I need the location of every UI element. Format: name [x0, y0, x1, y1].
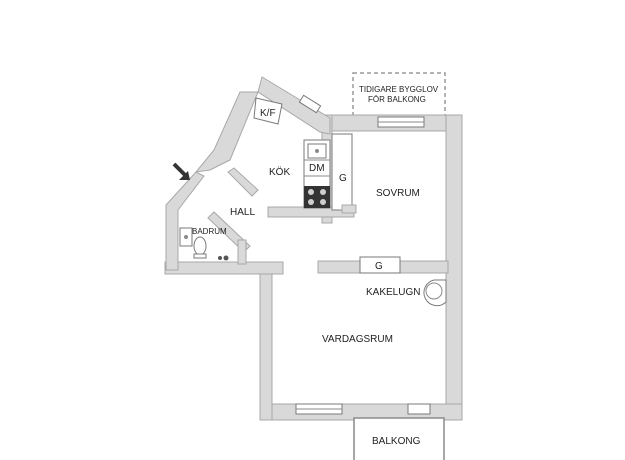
closet-kf — [253, 97, 283, 125]
wardrobe-kitchen — [331, 133, 353, 211]
label-dm: DM — [309, 163, 325, 174]
label-kakelugn: KAKELUGN — [366, 287, 420, 298]
window-kitchen — [298, 94, 322, 114]
wardrobe-bedroom — [359, 256, 401, 274]
wall-kitchen-angled-top — [257, 76, 331, 135]
label-vardagsrum: VARDAGSRUM — [322, 334, 393, 345]
wall-hall-left-slant — [165, 171, 205, 271]
wall-hall-inner-1 — [227, 167, 259, 197]
wall-bath-right — [237, 239, 247, 265]
label-bygglov-1: TIDIGARE BYGGLOV — [359, 85, 439, 94]
label-kok: KÖK — [269, 166, 290, 178]
wall-hall-angled-left — [194, 91, 259, 173]
balcony — [353, 417, 445, 460]
label-badrum: BADRUM — [192, 227, 227, 236]
window-balcony-door — [407, 403, 431, 415]
label-bygglov-2: FÖR BALKONG — [368, 95, 426, 104]
wall-door-stub — [341, 204, 357, 214]
label-g-sovrum: G — [375, 261, 383, 272]
label-g-kitchen: G — [339, 173, 347, 184]
kakelugn-stove — [423, 279, 447, 307]
wall-living-left — [259, 261, 273, 421]
label-kf: K/F — [260, 108, 276, 119]
label-balkong: BALKONG — [372, 436, 421, 447]
entrance-arrow-icon — [172, 162, 190, 180]
label-sovrum: SOVRUM — [376, 188, 420, 199]
toilet — [193, 236, 207, 256]
stove — [304, 186, 330, 208]
wall-hall-bottom — [164, 261, 284, 275]
label-hall: HALL — [230, 207, 255, 218]
